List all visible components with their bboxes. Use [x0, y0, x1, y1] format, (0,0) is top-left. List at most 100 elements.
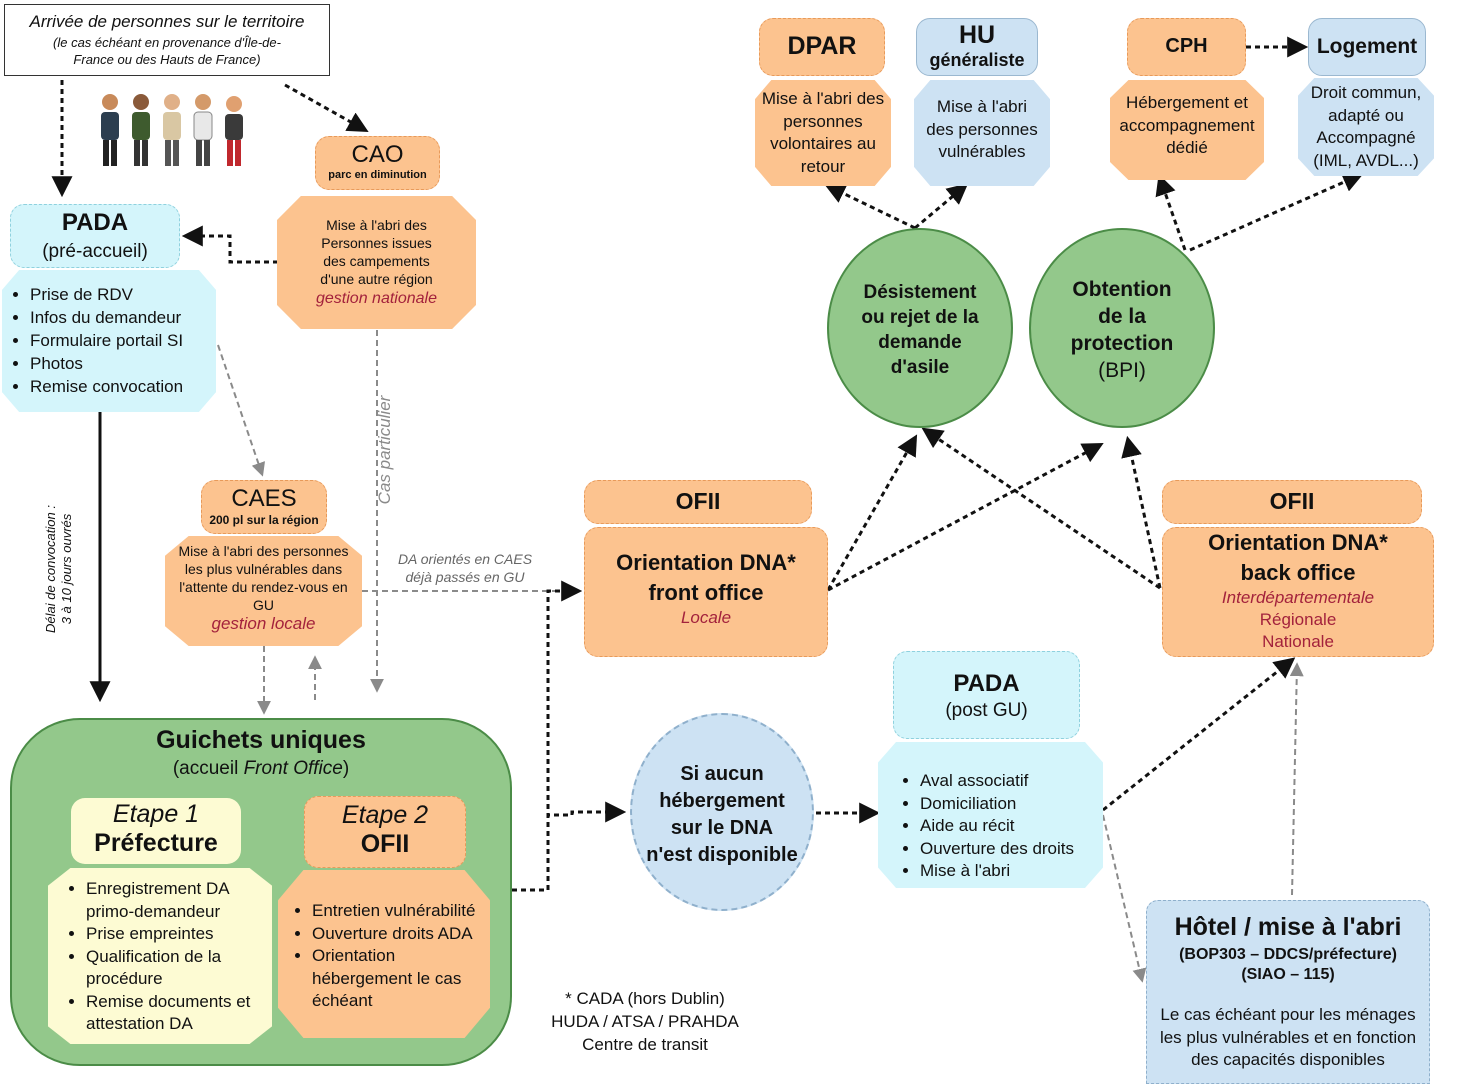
pada-post-header: PADA (post GU)	[893, 651, 1080, 739]
pada-post-title: PADA	[953, 670, 1020, 697]
etape1-list: Enregistrement DA primo-demandeur Prise …	[48, 878, 272, 1036]
caes-title: CAES	[231, 485, 297, 512]
ofii-back-line1: Orientation DNA*	[1208, 530, 1388, 555]
dpar-title: DPAR	[787, 32, 857, 60]
obtention-text: Obtention de la protection (BPI)	[1031, 276, 1213, 384]
list-item: Remise documents et attestation DA	[86, 991, 266, 1036]
cao-body: Mise à l'abri des Personnes issues des c…	[277, 196, 476, 329]
ofii-back-body: Orientation DNA* back office Interdépart…	[1162, 527, 1434, 657]
cph-header: CPH	[1127, 18, 1246, 76]
person-icon	[193, 94, 213, 166]
desistement-line3: demande	[878, 332, 962, 353]
obtention-circle: Obtention de la protection (BPI)	[1029, 228, 1215, 428]
dpar-body-text: Mise à l'abri des personnes volontaires …	[761, 89, 885, 176]
si-aucun-line3: sur le DNA	[670, 817, 774, 839]
guichets-subtitle-post: )	[342, 758, 350, 779]
si-aucun-text: Si aucun hébergement sur le DNA n'est di…	[632, 761, 812, 869]
footnote-line2: HUDA / ATSA / PRAHDA	[551, 1012, 739, 1031]
desistement-line2: ou rejet de la	[861, 307, 979, 328]
pada-pre-title: PADA	[61, 209, 129, 236]
ofii-back-title: OFII	[1269, 488, 1315, 514]
arrow-desist-dpar	[824, 183, 916, 230]
arrow-obt-logement	[1189, 172, 1364, 252]
hu-body-text: Mise à l'abri des personnes vulnérables	[926, 97, 1038, 161]
ofii-front-scope: Locale	[680, 608, 732, 627]
person-icon	[132, 94, 150, 166]
pada-pre-subtitle: (pré-accueil)	[42, 241, 148, 262]
da-orientes-label: DA orientés en CAES déjà passés en GU	[382, 550, 548, 586]
list-item: Prise de RDV	[30, 283, 216, 306]
caes-body: Mise à l'abri des personnes les plus vul…	[165, 536, 362, 646]
list-item: Entretien vulnérabilité	[312, 900, 490, 923]
delai-line1: Délai de convocation :	[43, 505, 58, 633]
arrow-front-desist	[826, 434, 918, 591]
list-item: Prise empreintes	[86, 923, 266, 946]
arrow-obt-cph	[1155, 174, 1187, 251]
obtention-line3: protection	[1070, 332, 1174, 355]
etape1-body: Enregistrement DA primo-demandeur Prise …	[48, 868, 272, 1044]
desistement-line1: Désistement	[863, 282, 977, 303]
list-item: Ouverture des droits	[920, 838, 1103, 861]
logement-body-text: Droit commun, adapté ou Accompagné (IML,…	[1310, 83, 1422, 170]
pada-post-body: Aval associatif Domiciliation Aide au ré…	[878, 742, 1103, 888]
guichets-subtitle: (accueil Front Office)	[12, 758, 510, 780]
si-aucun-line1: Si aucun	[680, 763, 764, 785]
cao-title: CAO	[351, 141, 404, 168]
obtention-line4: (BPI)	[1098, 359, 1146, 382]
si-aucun-line2: hébergement	[659, 790, 785, 812]
list-item: Formulaire portail SI	[30, 329, 216, 352]
pada-pre-header: PADA (pré-accueil)	[10, 204, 180, 268]
obtention-line1: Obtention	[1072, 278, 1172, 301]
caes-subtitle: 200 pl sur la région	[209, 513, 319, 527]
cph-title: CPH	[1165, 35, 1208, 57]
people-illustration	[101, 94, 243, 166]
etape1-header: Etape 1 Préfecture	[71, 798, 241, 864]
ofii-back-header: OFII	[1162, 480, 1422, 524]
cph-body: Hébergement et accompagnement dédié	[1110, 80, 1264, 180]
hu-subtitle: généraliste	[929, 50, 1025, 70]
ofii-back-line2: back office	[1240, 560, 1356, 585]
arrival-title: Arrivée de personnes sur le territoire	[29, 12, 305, 31]
list-item: Enregistrement DA primo-demandeur	[86, 878, 266, 923]
pada-pre-list: Prise de RDV Infos du demandeur Formulai…	[2, 283, 216, 398]
arrival-box: Arrivée de personnes sur le territoire (…	[4, 4, 330, 76]
desistement-line4: d'asile	[890, 357, 950, 378]
desistement-text: Désistement ou rejet de la demande d'asi…	[829, 280, 1011, 380]
arrow-pada-ofiiback	[1102, 657, 1296, 812]
delai-line2: 3 à 10 jours ouvrés	[59, 513, 74, 625]
cao-header: CAO parc en diminution	[315, 136, 440, 190]
cph-body-text: Hébergement et accompagnement dédié	[1119, 93, 1255, 157]
hotel-box: Hôtel / mise à l'abri (BOP303 – DDCS/pré…	[1146, 900, 1430, 1084]
caes-header: CAES 200 pl sur la région	[201, 480, 327, 534]
ofii-back-scope3: Nationale	[1262, 632, 1334, 651]
ofii-front-body: Orientation DNA* front office Locale	[584, 527, 828, 657]
list-item: Aval associatif	[920, 770, 1103, 793]
ofii-back-scope2: Régionale	[1259, 610, 1337, 629]
ofii-front-header: OFII	[584, 480, 812, 524]
list-item: Remise convocation	[30, 375, 216, 398]
hu-title: HU	[958, 21, 996, 49]
arrow-cao-pada	[181, 225, 278, 264]
pada-post-list: Aval associatif Domiciliation Aide au ré…	[878, 770, 1103, 883]
etape1-step: Etape 1	[112, 800, 200, 828]
ofii-front-line1: Orientation DNA*	[616, 550, 796, 575]
etape2-name: OFII	[360, 830, 410, 858]
guichets-subtitle-pre: (accueil	[172, 758, 244, 779]
da-orientes-line1: DA orientés en CAES	[397, 551, 533, 567]
guichets-subtitle-em: Front Office	[243, 758, 343, 779]
logement-title: Logement	[1316, 35, 1418, 58]
etape1-name: Préfecture	[94, 829, 218, 857]
arrow-back-obtention	[1121, 435, 1162, 589]
etape2-body: Entretien vulnérabilité Ouverture droits…	[278, 870, 490, 1038]
arrow-desist-hu	[914, 183, 969, 230]
da-orientes-line2: déjà passés en GU	[405, 569, 525, 585]
list-item: Mise à l'abri	[920, 860, 1103, 883]
pada-pre-body: Prise de RDV Infos du demandeur Formulai…	[2, 270, 216, 412]
dpar-header: DPAR	[759, 18, 885, 76]
list-item: Qualification de la procédure	[86, 946, 266, 991]
footnote-line1: * CADA (hors Dublin)	[565, 989, 725, 1008]
list-item: Infos du demandeur	[30, 306, 216, 329]
list-item: Ouverture droits ADA	[312, 923, 490, 946]
cao-subtitle: parc en diminution	[328, 169, 427, 181]
